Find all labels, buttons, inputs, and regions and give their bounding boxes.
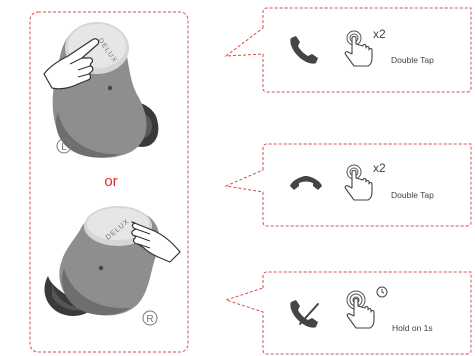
clock-icon bbox=[376, 286, 388, 298]
right-side-marker bbox=[142, 310, 158, 326]
answer-call-icon bbox=[290, 36, 318, 64]
action-label: Hold on 1s bbox=[392, 323, 433, 333]
left-side-marker bbox=[56, 138, 72, 154]
tap-hand-icon bbox=[344, 30, 373, 67]
tap-hand-icon bbox=[344, 164, 373, 201]
tap-hand-icon bbox=[131, 221, 181, 263]
earbuds-panel bbox=[29, 11, 189, 353]
left-earbud: DELUX bbox=[52, 22, 159, 158]
action-label: Double Tap bbox=[391, 190, 434, 200]
action-callout-hangup: x2 Double Tap bbox=[224, 143, 472, 227]
action-count: x2 bbox=[373, 161, 386, 175]
right-earbud: DELUX bbox=[44, 206, 160, 317]
action-callout-reject: Hold on 1s bbox=[224, 271, 472, 355]
hold-hand-icon bbox=[346, 290, 375, 329]
or-separator: or bbox=[104, 173, 117, 190]
action-callout-answer: x2 Double Tap bbox=[224, 7, 472, 93]
action-label: Double Tap bbox=[391, 55, 434, 65]
action-count: x2 bbox=[373, 27, 386, 41]
hang-up-icon bbox=[290, 176, 322, 190]
right-side-label: R bbox=[146, 314, 153, 325]
left-side-label: L bbox=[61, 142, 67, 153]
reject-call-icon bbox=[290, 300, 319, 328]
tap-hand-icon bbox=[43, 38, 100, 90]
